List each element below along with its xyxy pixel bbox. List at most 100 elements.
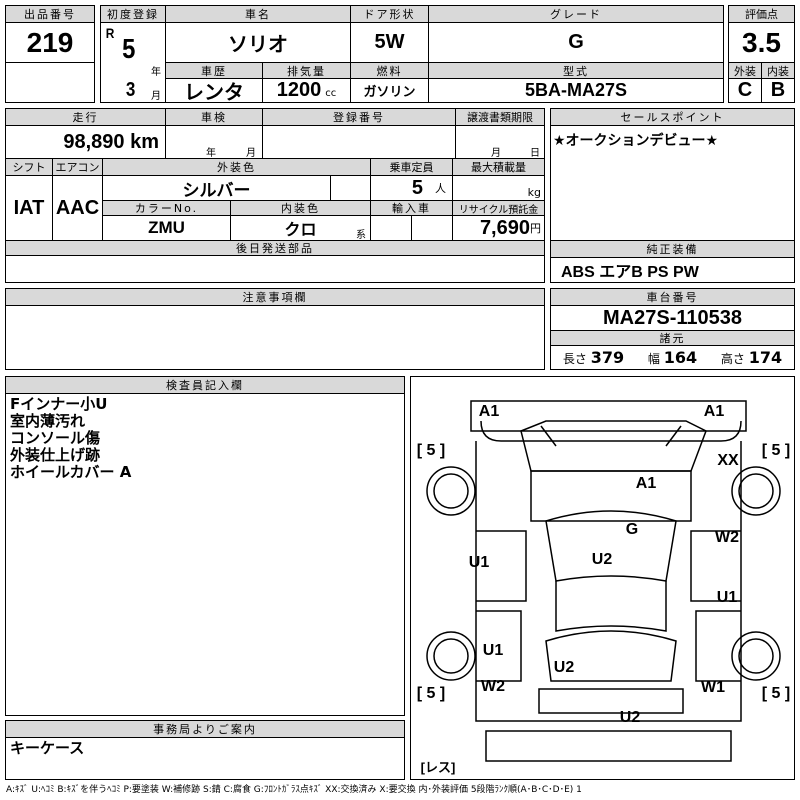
ext-color: シルバー [102, 175, 331, 201]
max-load-unit: kg [452, 175, 545, 201]
fuel: ガソリン [350, 78, 429, 103]
chassis-label: 車台番号 [550, 288, 795, 306]
wheels [426, 466, 781, 681]
score: 3.5 [728, 22, 795, 63]
equipment-label: 純正装備 [550, 240, 795, 258]
reg-no [262, 125, 456, 159]
color-no-label: カラーNo. [102, 200, 231, 216]
recycle-label: リサイクル預託金 [452, 200, 545, 216]
year-unit: 年 [151, 67, 161, 78]
shift-label: シフト [5, 158, 53, 176]
first-reg-cell: R 5 年 3 月 [100, 22, 166, 103]
transfer-label: 譲渡書類期限 [455, 108, 545, 126]
ext-color-label: 外装色 [102, 158, 371, 176]
damage-mark: A1 [704, 403, 725, 420]
door-type: 5W [350, 22, 429, 63]
yen-unit: 円 [530, 222, 541, 235]
ext-score: C [728, 78, 762, 103]
color-no: ZMU [102, 215, 231, 241]
ext-color-extra [330, 175, 371, 201]
import-b [411, 215, 453, 241]
tire-mark: [ 5 ] [762, 685, 790, 702]
damage-mark: A1 [636, 475, 657, 492]
spare-tire-mark: [レス] [421, 760, 456, 775]
damage-mark: U2 [620, 709, 641, 726]
damage-mark: U1 [483, 642, 504, 659]
ext-score-label: 外装 [728, 62, 762, 79]
damage-mark: XX [717, 452, 739, 469]
model-code: 5BA-MA27S [428, 78, 724, 103]
tire-mark: [ 5 ] [417, 685, 445, 702]
fuel-label: 燃料 [350, 62, 429, 79]
damage-mark: W2 [481, 678, 505, 695]
mileage-label: 走行 [5, 108, 166, 126]
reg-no-label: 登録番号 [262, 108, 456, 126]
damage-mark: W2 [715, 529, 739, 546]
lot-number: 219 [5, 22, 95, 63]
damage-mark: U2 [592, 551, 613, 568]
shift: IAT [5, 175, 53, 241]
score-label: 評価点 [728, 5, 795, 23]
capacity-unit: 人 [435, 182, 446, 195]
int-score: B [761, 78, 795, 103]
car-name-label: 車名 [165, 5, 351, 23]
aircon-label: エアコン [52, 158, 103, 176]
cc-unit: cc [325, 88, 337, 99]
day-unit: 日 [530, 148, 540, 159]
office-label: 事務局よりご案内 [5, 720, 405, 738]
history-label: 車歴 [165, 62, 263, 79]
damage-mark: U1 [469, 554, 490, 571]
first-reg-label: 初度登録 [100, 5, 166, 23]
equipment: ABS エアB PS PW [550, 257, 795, 283]
history: レンタ [165, 78, 263, 103]
transfer-cell: 月日 [455, 125, 545, 159]
damage-diagram: A1 A1 [ 5 ] [ 5 ] XX A1 G W2 U1 U2 U1 U1… [410, 376, 795, 780]
grade: G [428, 22, 724, 63]
specs-label: 諸元 [550, 330, 795, 346]
notes-label: 注意事項欄 [5, 288, 545, 306]
recycle-fee: 7,690 [479, 216, 530, 239]
int-color-label: 内装色 [230, 200, 371, 216]
lot-label: 出品番号 [5, 5, 95, 23]
inspection-cell: 年月 [165, 125, 263, 159]
int-score-label: 内装 [761, 62, 795, 79]
specs: 長さ 379 幅 164 高さ 174 [550, 345, 795, 370]
damage-mark: W1 [701, 679, 725, 696]
aircon: AAC [52, 175, 103, 241]
damage-mark: G [626, 521, 638, 538]
tire-mark: [ 5 ] [417, 442, 445, 459]
length: 379 [590, 348, 625, 367]
model-label: 型式 [428, 62, 724, 79]
int-color-unit: 系 [356, 230, 366, 241]
chassis-number: MA27S-110538 [550, 305, 795, 331]
month-unit: 月 [246, 148, 256, 159]
damage-mark: A1 [479, 403, 500, 420]
grade-label: グレード [428, 5, 724, 23]
tire-mark: [ 5 ] [762, 442, 790, 459]
month-unit: 月 [491, 148, 501, 159]
notes [5, 305, 545, 370]
damage-mark: U1 [717, 589, 738, 606]
inspector-label: 検査員記入欄 [5, 376, 405, 394]
door-label: ドア形状 [350, 5, 429, 23]
import-a [370, 215, 412, 241]
later-parts [5, 255, 545, 283]
import-label: 輸入車 [370, 200, 453, 216]
capacity: 5 [411, 176, 423, 199]
height: 174 [748, 348, 783, 367]
later-parts-label: 後日発送部品 [5, 240, 545, 256]
era: R [105, 25, 115, 41]
width: 164 [663, 348, 698, 367]
damage-mark: U2 [554, 659, 575, 676]
inspection-label: 車検 [165, 108, 263, 126]
sales-point-label: セールスポイント [550, 108, 795, 126]
int-color: クロ [284, 222, 317, 239]
car-name: ソリオ [165, 22, 351, 63]
reg-year: 5 [122, 33, 136, 64]
width-label: 幅 [647, 352, 660, 366]
legend: A:ｷｽﾞ U:ﾍｺﾐ B:ｷｽﾞを伴うﾍｺﾐ P:要塗装 W:補修跡 S:錆 … [6, 785, 582, 795]
sales-point: ★オークションデビュー★ [550, 125, 795, 241]
reg-month: 3 [125, 79, 136, 101]
